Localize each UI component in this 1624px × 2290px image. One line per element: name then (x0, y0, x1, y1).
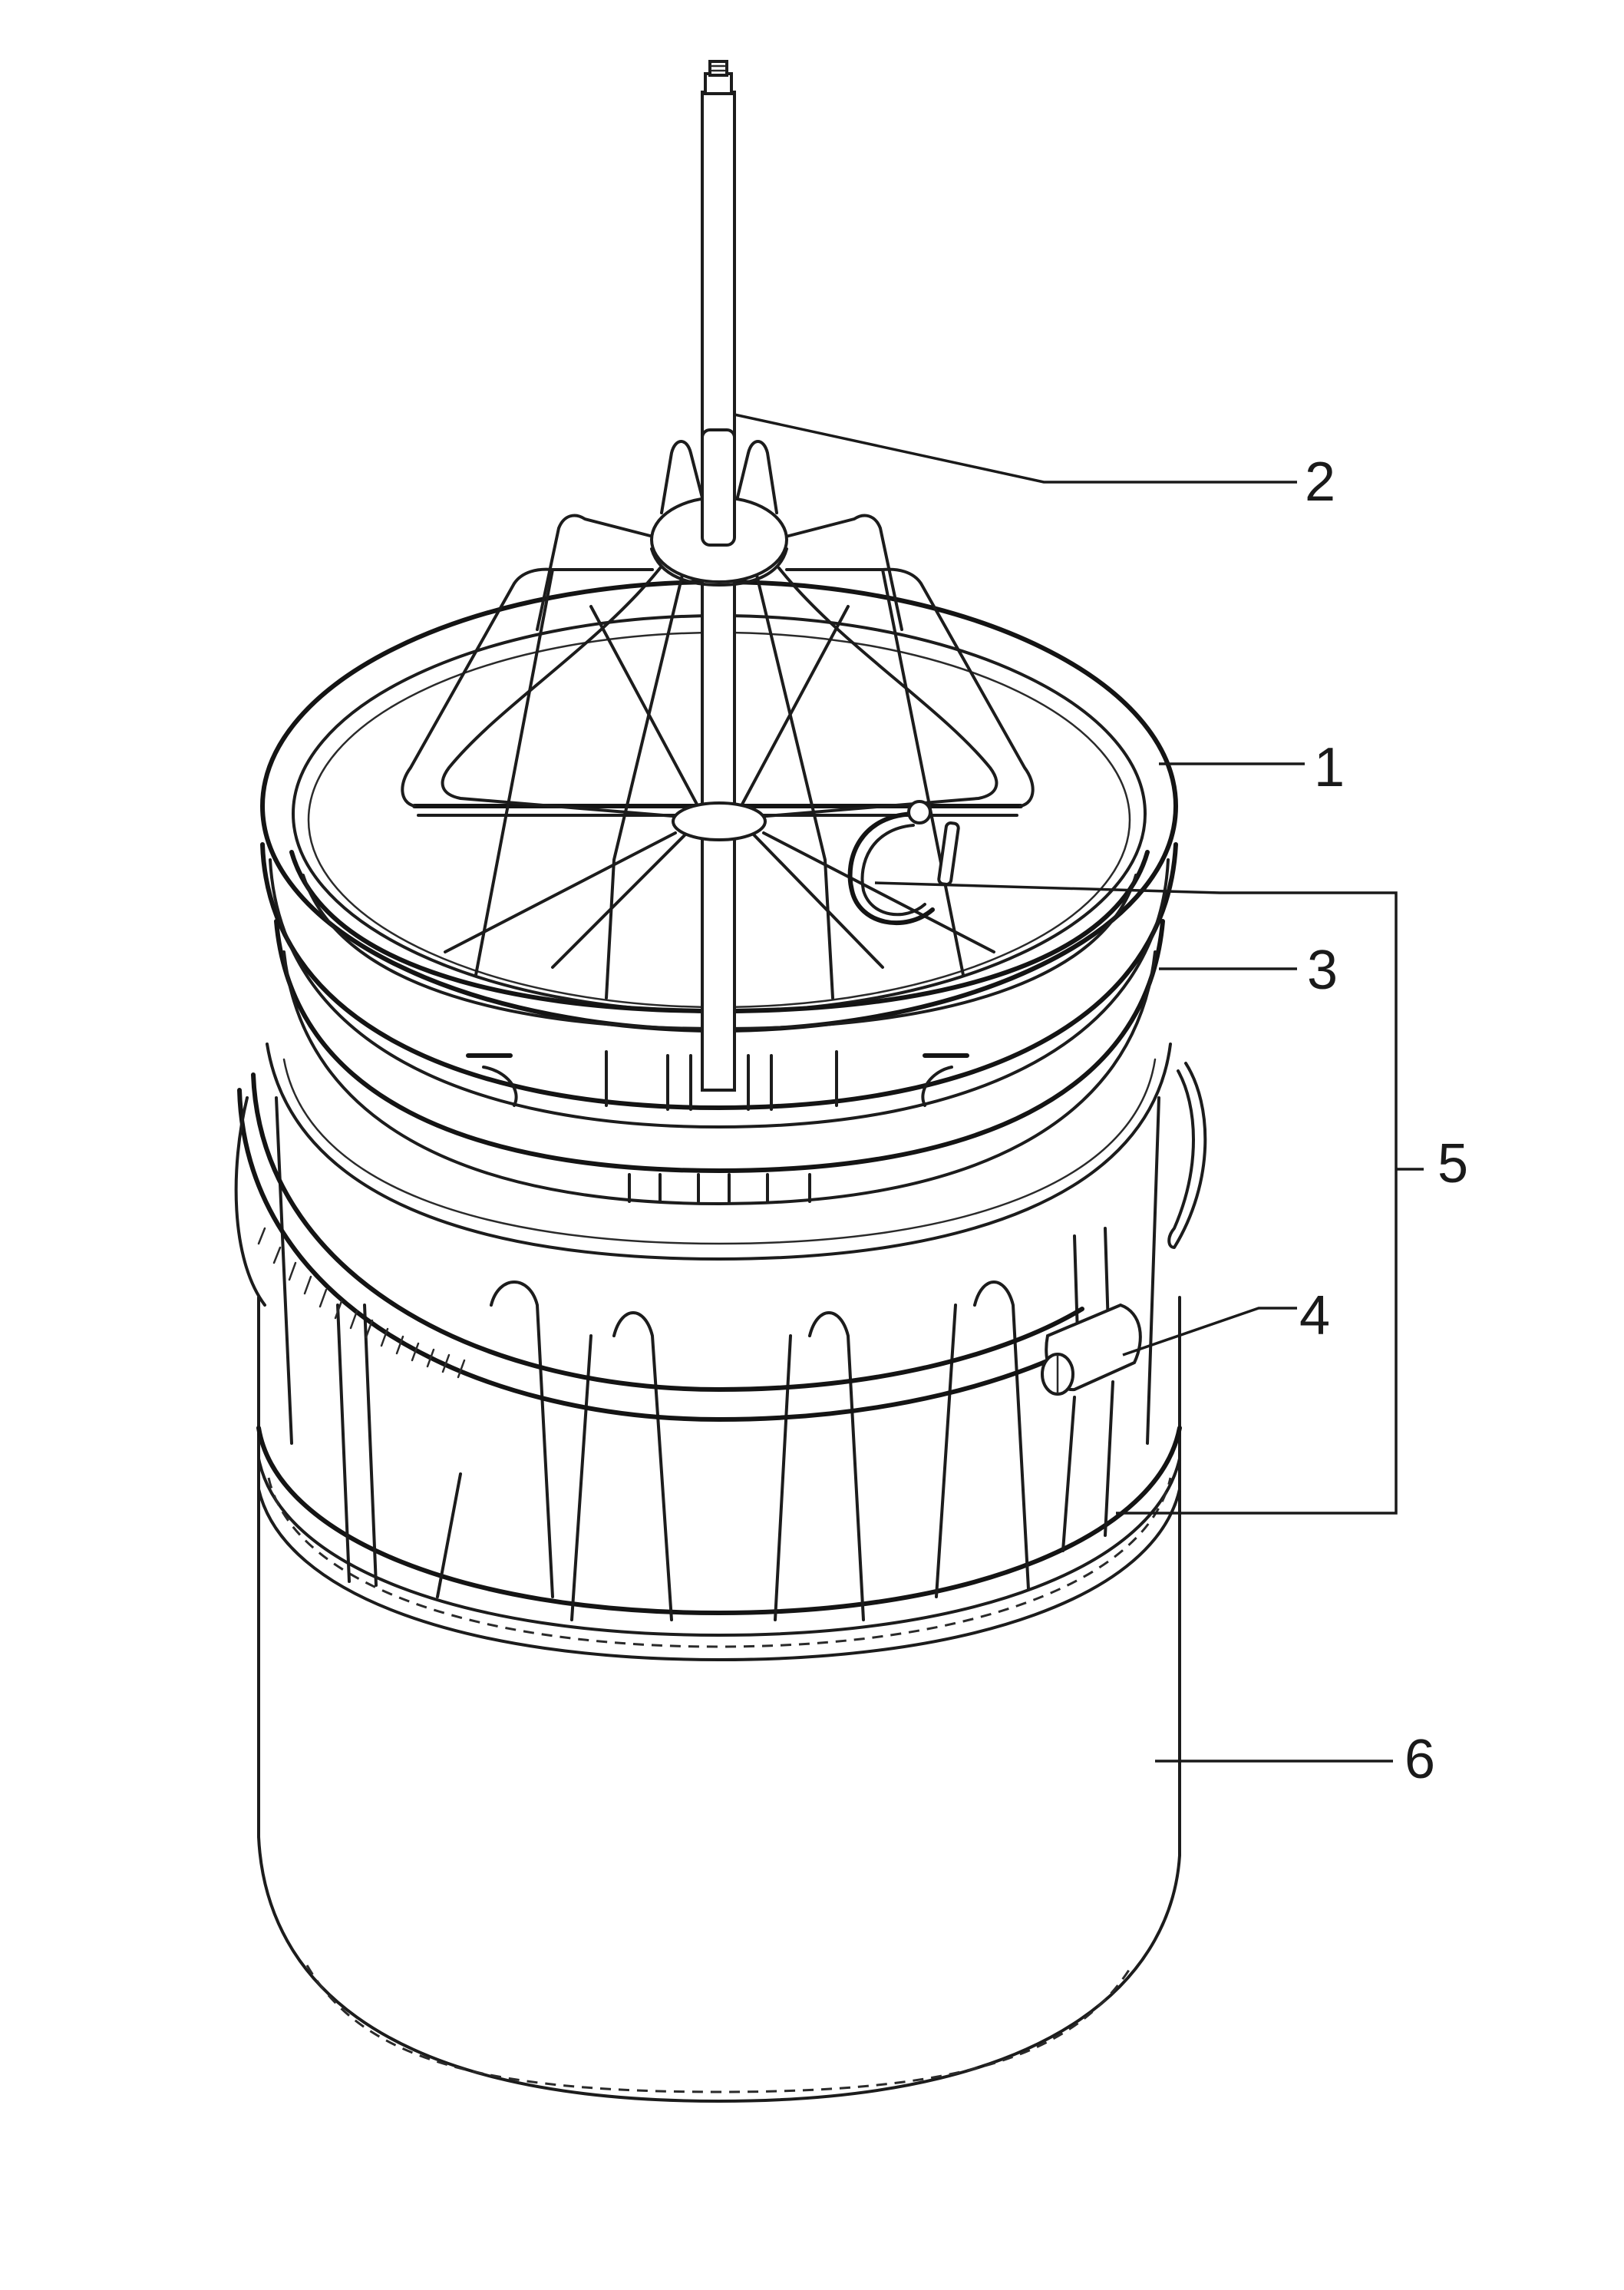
callout-6-bucket: 6 (1404, 1729, 1436, 1790)
leader-5-bracket (874, 881, 1398, 1515)
leader-4 (1122, 1307, 1297, 1356)
leader-2 (734, 413, 1297, 484)
stirrer-cage (401, 428, 1035, 1000)
bucket-handle (1167, 1062, 1207, 1249)
callout-5-insert-assembly: 5 (1438, 1133, 1469, 1195)
callout-3-second-ring: 3 (1307, 940, 1338, 1001)
clamp-screw (1041, 1303, 1142, 1396)
stirrer-shaft (701, 60, 736, 1092)
callout-2-stirrer-shaft: 2 (1305, 451, 1336, 513)
second-ring (260, 842, 1178, 1205)
band-serrations (257, 1227, 466, 1379)
callout-1-top-ring: 1 (1314, 737, 1345, 798)
sleeve-ribs (336, 1227, 1114, 1621)
insert-sleeve (266, 1043, 1172, 1621)
bucket (256, 1296, 1182, 2103)
callout-leaders (734, 413, 1424, 1763)
cable-tie (847, 800, 960, 926)
band-clamp (234, 1072, 1142, 1422)
callout-4-band-clamp: 4 (1299, 1285, 1331, 1347)
